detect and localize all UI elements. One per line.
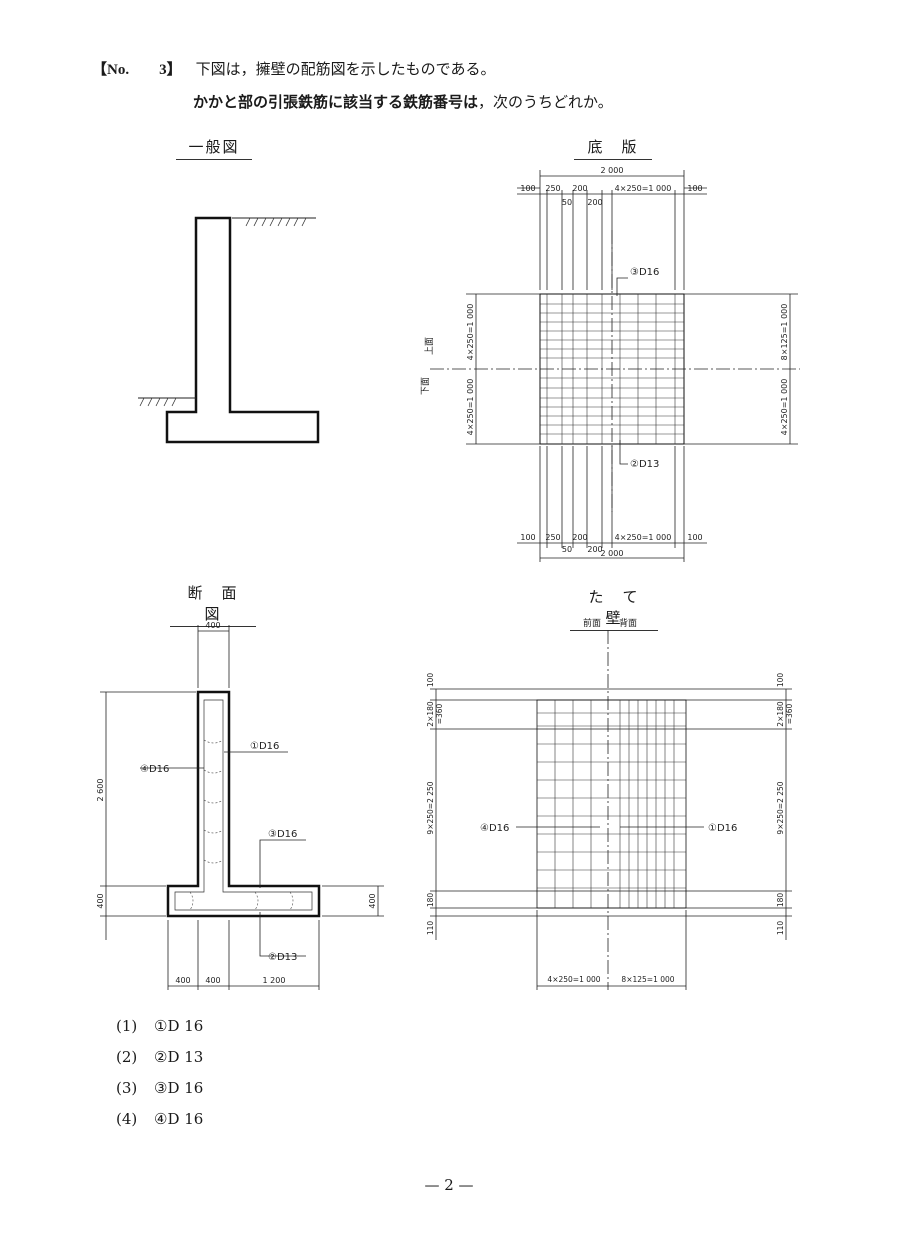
label-bar2-section: ②D13 [268, 952, 297, 963]
dim-200b-bottom: 200 [587, 545, 602, 554]
label-lower-face: 下面 [420, 377, 431, 395]
title-section: 断 面 図 [170, 582, 256, 627]
dim-top-width: 400 [205, 621, 220, 630]
dim-50: 50 [562, 198, 572, 207]
label-bar2-slab: ②D13 [630, 459, 659, 470]
dim-l2x180: 2×180 [426, 701, 435, 727]
dim-l110: 110 [426, 921, 435, 936]
base-slab-plan [430, 170, 800, 562]
dim-total-bottom: 2 000 [601, 549, 624, 558]
question-bold-text: かかと部の引張鉄筋に該当する鉄筋番号は [193, 93, 479, 111]
title-base-slab: 底 版 [574, 136, 652, 160]
dim-base-height-right: 400 [368, 893, 377, 908]
section-view [100, 625, 384, 990]
choice-text: ①D 16 [154, 1017, 204, 1035]
dim-250: 250 [545, 184, 560, 193]
dim-wall-bottom-right: 8×125=1 000 [621, 975, 674, 984]
dim-toe-400: 400 [175, 976, 190, 985]
dim-100-right-bottom: 100 [687, 533, 702, 542]
dim-l360: =360 [435, 703, 444, 724]
label-bar3-section: ③D16 [268, 829, 297, 840]
wall-rebar-grid [537, 700, 686, 908]
choice-4[interactable]: (4) ④D 16 [116, 1109, 203, 1140]
answer-choices: (1) ①D 16 (2) ②D 13 (3) ③D 16 (4) ④D 16 [116, 1016, 203, 1140]
general-view [138, 216, 320, 444]
dim-100-left-bottom: 100 [520, 533, 535, 542]
choice-number: (3) [116, 1079, 138, 1097]
label-back: 背面 [619, 617, 637, 629]
choice-2[interactable]: (2) ②D 13 [116, 1047, 203, 1078]
dim-wall-bottom-left: 4×250=1 000 [547, 975, 600, 984]
wall-outline [536, 699, 687, 909]
dim-100-left: 100 [520, 184, 535, 193]
label-bar4-section: ④D16 [140, 764, 169, 775]
dim-r180: 180 [776, 893, 785, 908]
retaining-wall-outline [165, 216, 320, 444]
dim-stem-400: 400 [205, 976, 220, 985]
label-bar1-wall: ①D16 [708, 823, 737, 834]
dim-l9x250: 9×250=2 250 [426, 781, 435, 834]
ground-hatch-back [245, 217, 307, 227]
dim-right-top: 8×125=1 000 [780, 304, 789, 361]
ground-hatch-front [139, 397, 177, 407]
title-wall: た て 壁 [570, 586, 658, 631]
dim-r9x250: 9×250=2 250 [776, 781, 785, 834]
question-number: 【No. 3】 [92, 62, 182, 78]
choice-number: (1) [116, 1017, 138, 1035]
dim-wall-height: 2 600 [96, 779, 105, 802]
dim-heel-1200: 1 200 [263, 976, 286, 985]
choice-text: ②D 13 [154, 1048, 204, 1066]
dim-base-height: 400 [96, 893, 105, 908]
dim-left-bottom: 4×250=1 000 [466, 379, 475, 436]
leader-bar3-section [259, 839, 306, 888]
choice-3[interactable]: (3) ③D 16 [116, 1078, 203, 1109]
title-general: 一般図 [176, 136, 252, 160]
question-header: 【No. 3】下図は，擁壁の配筋図を示したものである。 [92, 58, 495, 79]
choice-number: (4) [116, 1110, 138, 1128]
leader-bar2 [619, 440, 628, 465]
dim-right-bottom: 4×250=1 000 [780, 379, 789, 436]
dim-200a: 200 [572, 184, 587, 193]
dim-r2x180: 2×180 [776, 701, 785, 727]
label-bar1-section: ①D16 [250, 741, 279, 752]
label-bar3-slab: ③D16 [630, 267, 659, 278]
question-lead: 下図は，擁壁の配筋図を示したものである。 [195, 60, 496, 78]
base-slab-rebar-grid [540, 294, 684, 444]
label-bar4-wall: ④D16 [480, 823, 509, 834]
label-upper-face: 上面 [424, 337, 435, 355]
dim-200b: 200 [587, 198, 602, 207]
dim-4x250-bottom: 4×250=1 000 [615, 533, 672, 542]
dim-250-bottom: 250 [545, 533, 560, 542]
leader-bar2-section [259, 912, 306, 957]
choice-1[interactable]: (1) ①D 16 [116, 1016, 203, 1047]
wall-elevation [430, 630, 792, 990]
dim-r100: 100 [776, 673, 785, 688]
question-emphasis: かかと部の引張鉄筋に該当する鉄筋番号は，次のうちどれか。 [193, 91, 613, 112]
question-rest-text: ，次のうちどれか。 [478, 93, 613, 111]
leader-bar3 [616, 277, 628, 296]
dim-l100: 100 [426, 673, 435, 688]
choice-text: ④D 16 [154, 1110, 204, 1128]
dim-r110: 110 [776, 921, 785, 936]
label-front: 前面 [583, 617, 601, 629]
section-rebar-outline [174, 699, 313, 911]
choice-text: ③D 16 [154, 1079, 204, 1097]
dim-50-bottom: 50 [562, 545, 572, 554]
dim-200a-bottom: 200 [572, 533, 587, 542]
choice-number: (2) [116, 1048, 138, 1066]
section-outline [166, 690, 321, 918]
dim-left-top: 4×250=1 000 [466, 304, 475, 361]
dim-4x250: 4×250=1 000 [615, 184, 672, 193]
dim-total-top: 2 000 [601, 166, 624, 175]
page-number: — 2 — [424, 1176, 474, 1194]
dim-l180: 180 [426, 893, 435, 908]
dim-100-right: 100 [687, 184, 702, 193]
dim-r360: =360 [785, 703, 794, 724]
